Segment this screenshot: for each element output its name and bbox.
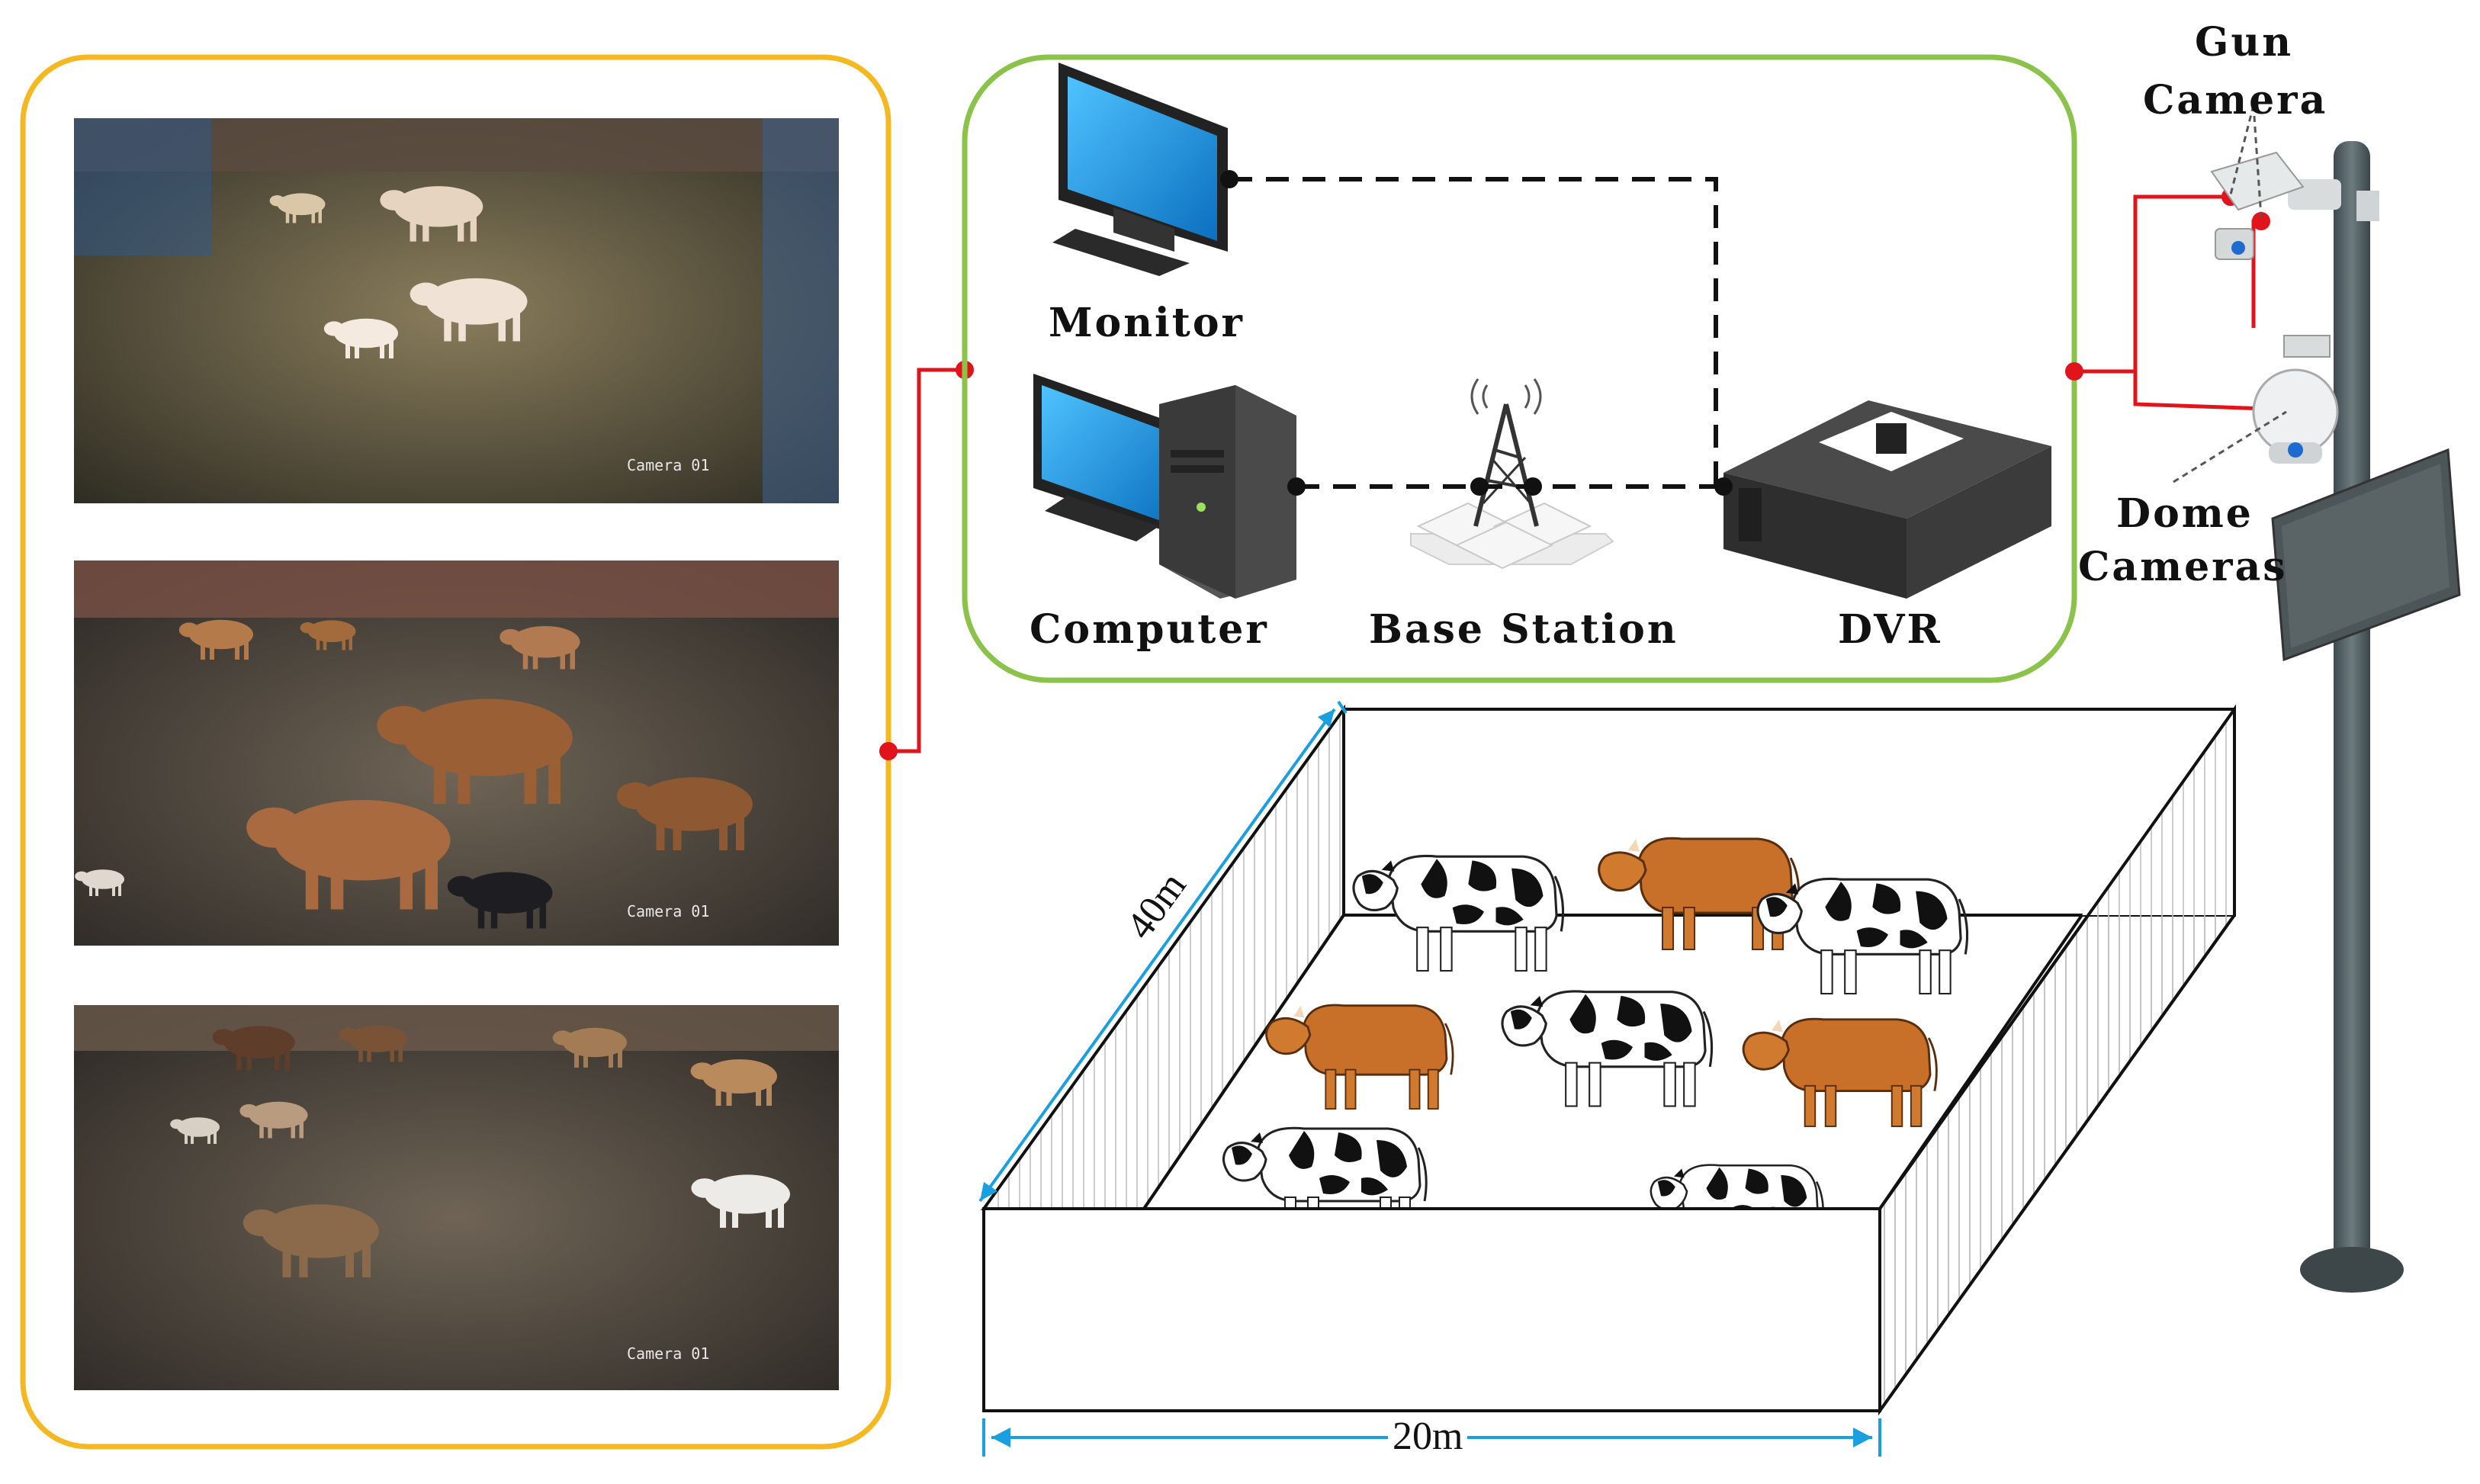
link-node (1524, 477, 1542, 496)
dome-cameras-label-line1: Dome (2116, 490, 2254, 537)
dome-camera-icon (2252, 335, 2339, 464)
feed-1-overlay: Camera 01 (627, 456, 710, 474)
gun-camera-label-line1: Gun (2195, 19, 2294, 66)
link-node (2252, 212, 2270, 230)
monitor-dvr-link (1229, 177, 1718, 485)
link-node (1714, 477, 1733, 496)
base-station-label: Base Station (1369, 606, 1678, 653)
computer-label: Computer (1030, 606, 1269, 653)
feed-network-link (888, 368, 965, 753)
cow-holstein (1501, 990, 1714, 1108)
camera-pole (2271, 141, 2461, 1293)
monitor-device (1052, 63, 1228, 276)
camera-feed-1 (74, 118, 839, 503)
computer-device (1033, 374, 1296, 599)
link-node (1287, 477, 1306, 496)
camera-feed-2 (74, 561, 839, 946)
gun-camera-pointer (2229, 104, 2255, 195)
gun-camera-label-line2: Camera (2143, 77, 2328, 124)
dome-camera-pointer (2173, 410, 2287, 483)
dvr-label: DVR (1838, 606, 1942, 653)
network-camera-link (2074, 194, 2231, 374)
dome-cameras-label-line2: Cameras (2078, 544, 2288, 590)
dimension-depth (978, 700, 1348, 1203)
network-camera-link-2 (2133, 371, 2289, 412)
gun-camera-icon (2210, 151, 2305, 260)
cow-brown (1742, 1017, 1938, 1128)
gun-camera-pointer-2 (2252, 104, 2263, 218)
base-station-device (1410, 378, 1614, 570)
monitor-label: Monitor (1049, 300, 1245, 346)
link-node (879, 742, 898, 760)
pen-front-wall (982, 704, 2236, 1416)
feed-3-overlay: Camera 01 (627, 1344, 710, 1363)
link-node (1470, 477, 1489, 496)
link-node (1220, 170, 1238, 188)
width-label: 20m (1388, 1417, 1468, 1457)
camera-feed-3 (74, 1005, 839, 1390)
cow-brown (1265, 1004, 1454, 1110)
link-node (2065, 362, 2083, 381)
feed-2-overlay: Camera 01 (627, 902, 710, 920)
dvr-device (1723, 400, 2051, 599)
